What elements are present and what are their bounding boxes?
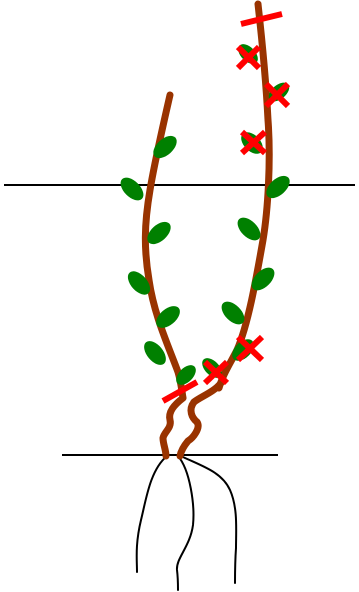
background <box>0 0 359 592</box>
pruning-diagram <box>0 0 359 592</box>
